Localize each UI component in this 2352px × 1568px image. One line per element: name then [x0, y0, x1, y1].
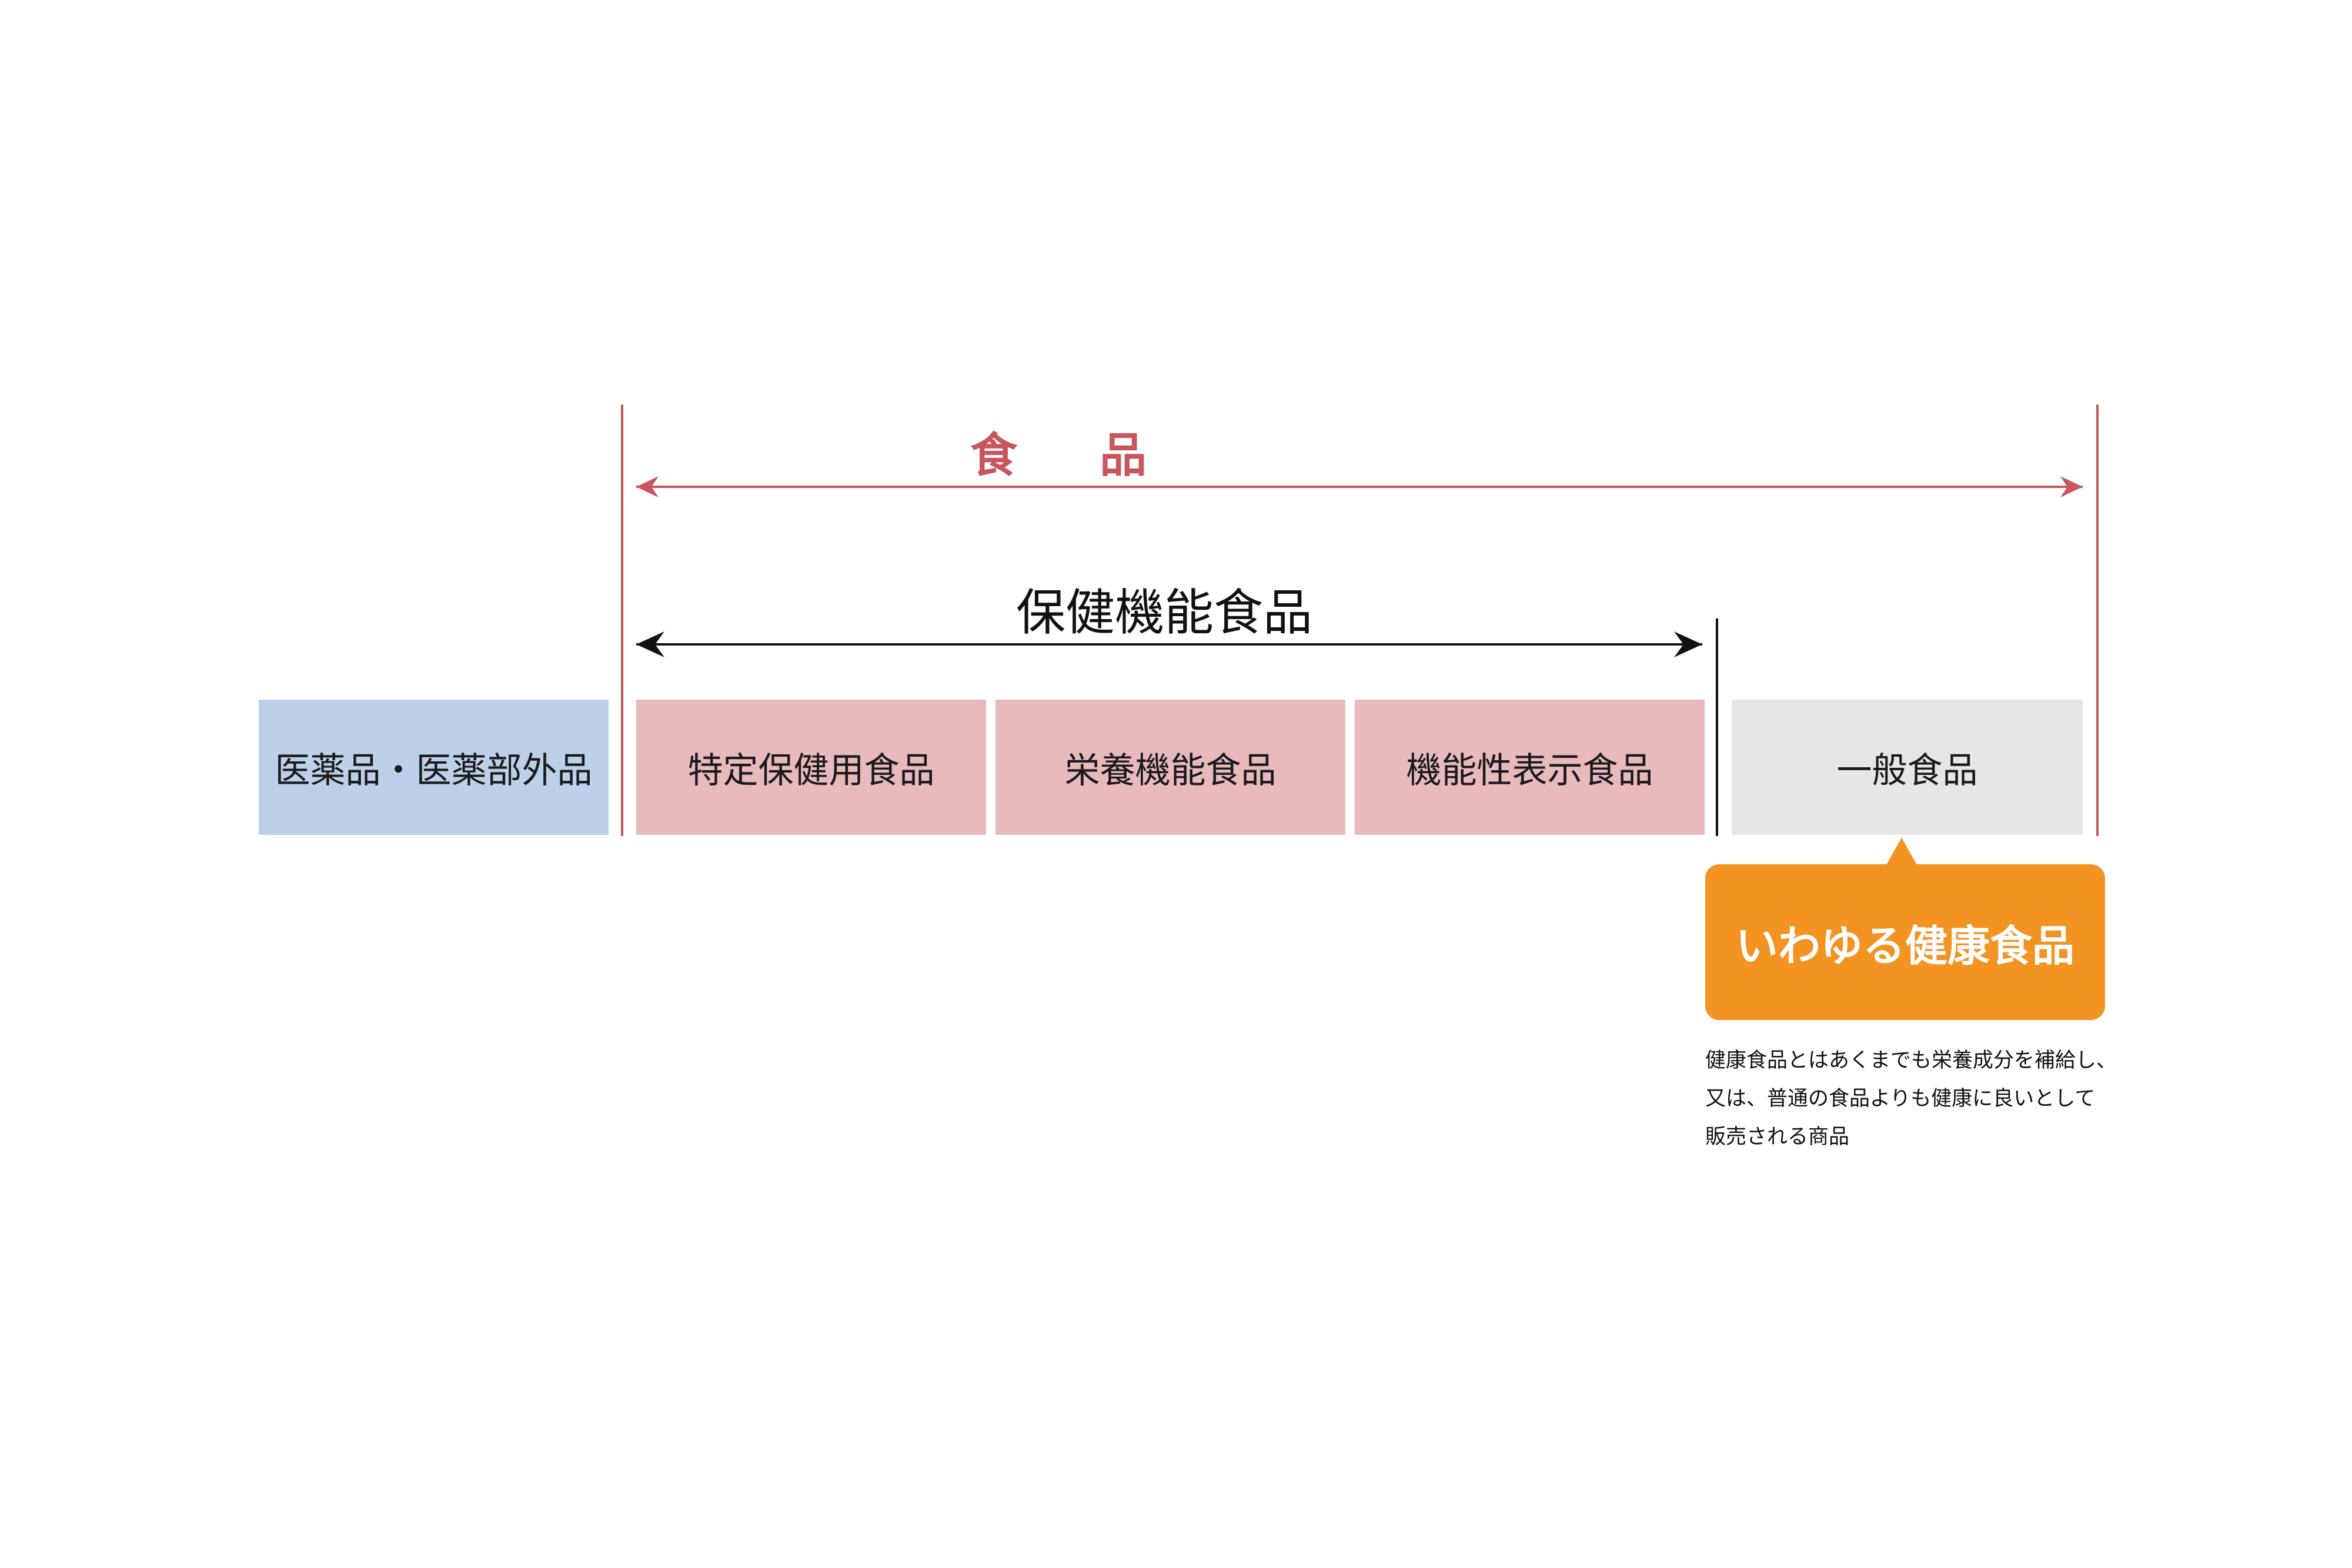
health-food-callout: いわゆる健康食品 — [1705, 864, 2105, 1020]
box-general-food-label: 一般食品 — [1836, 750, 1978, 791]
callout-pointer — [1886, 838, 1917, 865]
description-line: 又は、普通の食品よりも健康に良いとして — [1705, 1087, 2096, 1111]
health-arrow-right-head — [1674, 631, 1702, 657]
description-line: 販売される商品 — [1705, 1125, 1850, 1149]
food-category-title: 食品 — [970, 428, 1229, 483]
box-nutrition-function: 栄養機能食品 — [995, 700, 1345, 835]
health-food-description: 健康食品とはあくまでも栄養成分を補給し、 又は、普通の食品よりも健康に良いとして… — [1705, 1042, 2129, 1156]
health-arrow-left-head — [636, 631, 664, 657]
box-tokuho-label: 特定保健用食品 — [687, 750, 935, 791]
health-function-food-title: 保健機能食品 — [1015, 584, 1312, 641]
box-nutrition-function-label: 栄養機能食品 — [1064, 750, 1277, 791]
description-line: 健康食品とはあくまでも栄養成分を補給し、 — [1705, 1049, 2117, 1072]
box-tokuho: 特定保健用食品 — [636, 700, 986, 835]
box-general-food: 一般食品 — [1732, 700, 2083, 835]
box-pharmaceuticals-label: 医薬品・医薬部外品 — [275, 750, 593, 791]
box-pharmaceuticals: 医薬品・医薬部外品 — [259, 700, 609, 835]
food-arrow-left-head — [636, 476, 659, 497]
food-arrow-right-head — [2060, 476, 2083, 497]
box-function-claim-label: 機能性表示食品 — [1406, 750, 1653, 791]
health-food-callout-label: いわゆる健康食品 — [1735, 921, 2074, 971]
box-function-claim: 機能性表示食品 — [1355, 700, 1705, 835]
